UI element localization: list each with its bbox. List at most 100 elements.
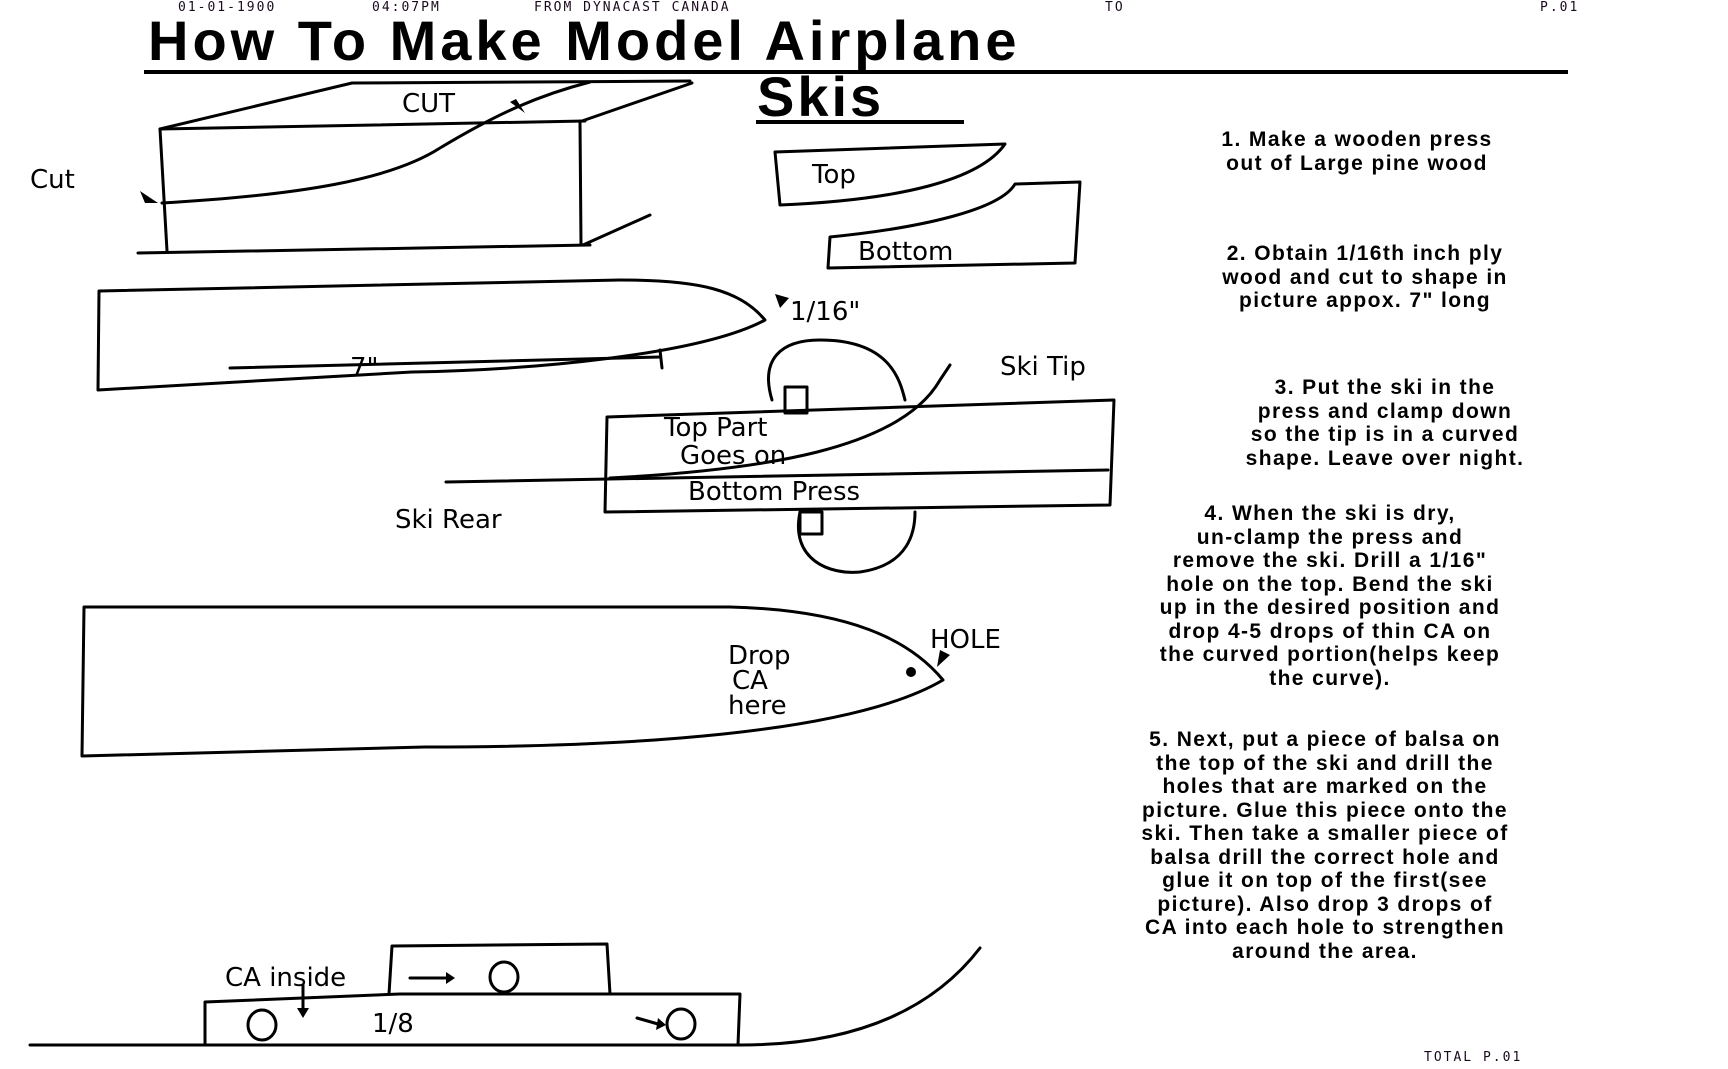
step-2-line: picture appox. 7" long <box>1239 289 1491 312</box>
press-bottom-piece <box>826 180 1082 270</box>
arrow-head-upper-hole <box>446 972 455 984</box>
hole-lower-right <box>665 1007 697 1041</box>
block-front-bottom-edge <box>136 243 592 255</box>
step-2-line: wood and cut to shape in <box>1222 265 1508 289</box>
block-top-right-edge <box>580 81 694 123</box>
label-bottom-press: Bottom Press <box>688 477 860 507</box>
step-5-line: CA into each hole to strengthen <box>1145 916 1505 939</box>
label-press-top: Top <box>811 160 856 190</box>
block-front-right-edge <box>578 119 583 247</box>
step-5-line: the top of the ski and drill the <box>1156 751 1494 775</box>
fax-date: 01-01-1900 <box>178 0 277 15</box>
step-4: 4. When the ski is dry, un-clamp the pre… <box>1010 502 1650 690</box>
step-4-line: remove the ski. Drill a 1/16" <box>1172 549 1488 572</box>
fax-from: FROM DYNACAST CANADA <box>534 0 731 15</box>
label-ski-thickness: 1/16" <box>790 297 860 327</box>
step-2: 2. Obtain 1/16th inch ply wood and cut t… <box>1090 242 1640 313</box>
upper-balsa-piece <box>387 942 612 996</box>
step-1: 1. Make a wooden press out of Large pine… <box>1092 128 1622 175</box>
clamp-top-pad <box>783 385 809 415</box>
hole-lower-left <box>246 1008 278 1042</box>
step-4-line: drop 4-5 drops of thin CA on <box>1168 619 1492 643</box>
clamp-top <box>767 338 907 402</box>
ski-length-dimension-line <box>228 355 662 370</box>
step-5-line: picture. Glue this piece onto the <box>1142 798 1508 822</box>
step-3-line: so the tip is in a curved <box>1250 423 1520 446</box>
arrow-head-thickness <box>775 294 789 308</box>
ski-curve-upward <box>738 946 982 1047</box>
label-balsa-thickness: 1/8 <box>372 1009 414 1039</box>
arrow-head-block-top <box>510 99 525 113</box>
balsa-layers-drawing <box>28 942 982 1047</box>
label-ski-tip: Ski Tip <box>1000 352 1086 382</box>
label-drop: Drop <box>728 641 791 671</box>
block-cut-curve <box>160 80 592 205</box>
block-front-left-edge <box>158 127 169 253</box>
arrow-to-lower-right-hole <box>635 1016 660 1026</box>
wood-block-drawing <box>136 79 694 255</box>
step-5-line: holes that are marked on the <box>1162 775 1488 798</box>
press-top-piece <box>773 142 1007 207</box>
lower-balsa-piece <box>203 992 742 1047</box>
step-1-line: out of Large pine wood <box>1226 151 1488 175</box>
press-assembly-drawing <box>444 338 1116 574</box>
ski-rear-line <box>444 468 1110 484</box>
step-4-line: up in the desired position and <box>1159 596 1501 619</box>
label-here: here <box>728 691 787 721</box>
step-3-line: shape. Leave over night. <box>1245 446 1525 470</box>
arrow-head-ca-inside <box>297 1008 309 1018</box>
label-hole: HOLE <box>930 625 1001 655</box>
block-side-bottom-edge <box>581 213 652 247</box>
flat-ski-outline <box>96 278 767 392</box>
step-5: 5. Next, put a piece of balsa on the top… <box>985 728 1665 963</box>
page-title: How To Make Model Airplane <box>148 9 1021 72</box>
step-2-line: 2. Obtain 1/16th inch ply <box>1226 242 1504 265</box>
ski-hole-outline <box>80 605 945 758</box>
block-top-back-edge <box>158 79 692 131</box>
subtitle-underline <box>756 120 964 124</box>
step-5-line: around the area. <box>1232 939 1418 963</box>
step-5-line: glue it on top of the first(see <box>1162 869 1488 892</box>
press-parts-drawing <box>773 142 1082 270</box>
page-subtitle: Skis <box>757 65 885 128</box>
step-4-line: 4. When the ski is dry, <box>1204 502 1456 525</box>
step-3-line: 3. Put the ski in the <box>1274 376 1496 399</box>
fax-page: P.01 <box>1540 0 1580 15</box>
title-underline <box>144 70 1568 74</box>
step-3: 3. Put the ski in the press and clamp do… <box>1125 376 1645 470</box>
step-5-line: 5. Next, put a piece of balsa on <box>1149 728 1501 751</box>
label-ca-inside: CA inside <box>225 963 346 993</box>
arrow-head-lower-right <box>656 1018 666 1030</box>
arrow-head-hole <box>937 650 950 667</box>
clamp-bottom-pad <box>798 510 824 536</box>
ski-curve-in-press <box>608 363 952 480</box>
step-4-line: un-clamp the press and <box>1196 525 1464 549</box>
step-4-line: hole on the top. Bend the ski <box>1166 572 1494 596</box>
hole-upper <box>488 960 520 994</box>
label-ski-length: 7" <box>350 353 379 383</box>
ski-length-dimension-tick <box>658 348 664 370</box>
label-block-cut-side: Cut <box>30 165 75 195</box>
label-ski-rear: Ski Rear <box>395 505 502 535</box>
arrow-head-block-side <box>140 191 158 203</box>
step-4-line: the curve). <box>1269 666 1391 690</box>
block-front-top-edge <box>158 119 587 131</box>
step-5-line: ski. Then take a smaller piece of <box>1141 822 1509 845</box>
step-5-line: picture). Also drop 3 drops of <box>1157 892 1493 916</box>
ski-with-hole-drawing <box>80 605 945 758</box>
label-press-bottom: Bottom <box>858 237 953 267</box>
step-1-line: 1. Make a wooden press <box>1221 128 1493 151</box>
step-5-line: balsa drill the correct hole and <box>1150 845 1500 869</box>
fax-time: 04:07PM <box>372 0 441 15</box>
label-press-goes-on: Goes on <box>680 441 786 471</box>
label-block-cut-top: CUT <box>402 89 455 119</box>
hole-dot <box>906 667 916 677</box>
flat-ski-drawing <box>96 278 767 392</box>
step-3-line: press and clamp down <box>1257 399 1513 423</box>
label-ca: CA <box>732 666 768 696</box>
label-press-top-part: Top Part <box>663 413 767 443</box>
fax-total-pages: TOTAL P.01 <box>1424 1050 1523 1065</box>
fax-to: TO <box>1105 0 1125 15</box>
clamp-bottom <box>797 510 917 574</box>
